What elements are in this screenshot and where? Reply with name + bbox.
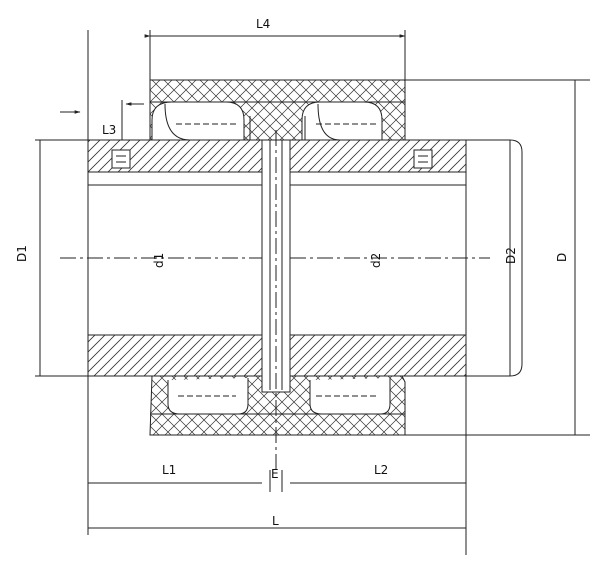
label-L3: L3: [102, 123, 116, 137]
label-L4: L4: [256, 17, 270, 31]
geometry: [35, 30, 590, 555]
label-D: D: [555, 253, 569, 262]
label-d1: d1: [152, 253, 166, 268]
label-L2: L2: [374, 463, 388, 477]
sleeve-bottom: [149, 375, 406, 436]
label-E: E: [271, 467, 279, 481]
label-L1: L1: [162, 463, 176, 477]
right-hub: [289, 139, 467, 377]
dimension-lines: [39, 34, 576, 529]
sleeve-top: [149, 79, 406, 141]
label-d2: d2: [369, 253, 383, 268]
label-D1: D1: [15, 245, 29, 262]
label-L: L: [272, 514, 279, 528]
label-D2: D2: [504, 247, 518, 264]
